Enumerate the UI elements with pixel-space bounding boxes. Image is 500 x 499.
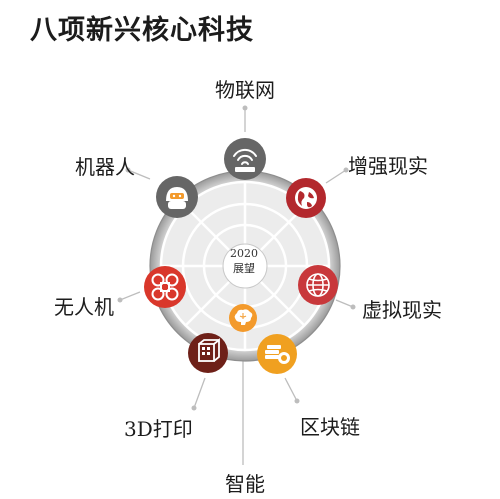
label-3d-print: 3D打印 [124,417,193,441]
label-robot: 机器人 [75,155,135,179]
connector-lines [119,108,354,465]
cube-icon [188,333,228,373]
coin-stack-icon [257,334,297,374]
wireless-router-icon [224,138,266,180]
center-label: 2020 展望 [214,246,274,276]
center-year: 2020 [230,247,258,260]
brain-icon [229,304,257,332]
page-title: 八项新兴核心科技 [30,15,254,46]
label-ar: 增强现实 [348,154,428,178]
label-vr: 虚拟现实 [362,298,442,322]
globe-icon [286,178,326,218]
label-ai: 智能 [225,472,265,496]
drone-rotor-icon [144,266,186,308]
center-disc [222,243,268,289]
center-subtitle: 展望 [233,262,255,275]
label-iot: 物联网 [215,78,275,102]
globe-grid-icon [298,265,338,305]
label-drone: 无人机 [54,295,114,319]
label-blockchain: 区块链 [300,415,360,439]
robot-head-icon [156,176,198,218]
connector-dots [117,105,356,411]
